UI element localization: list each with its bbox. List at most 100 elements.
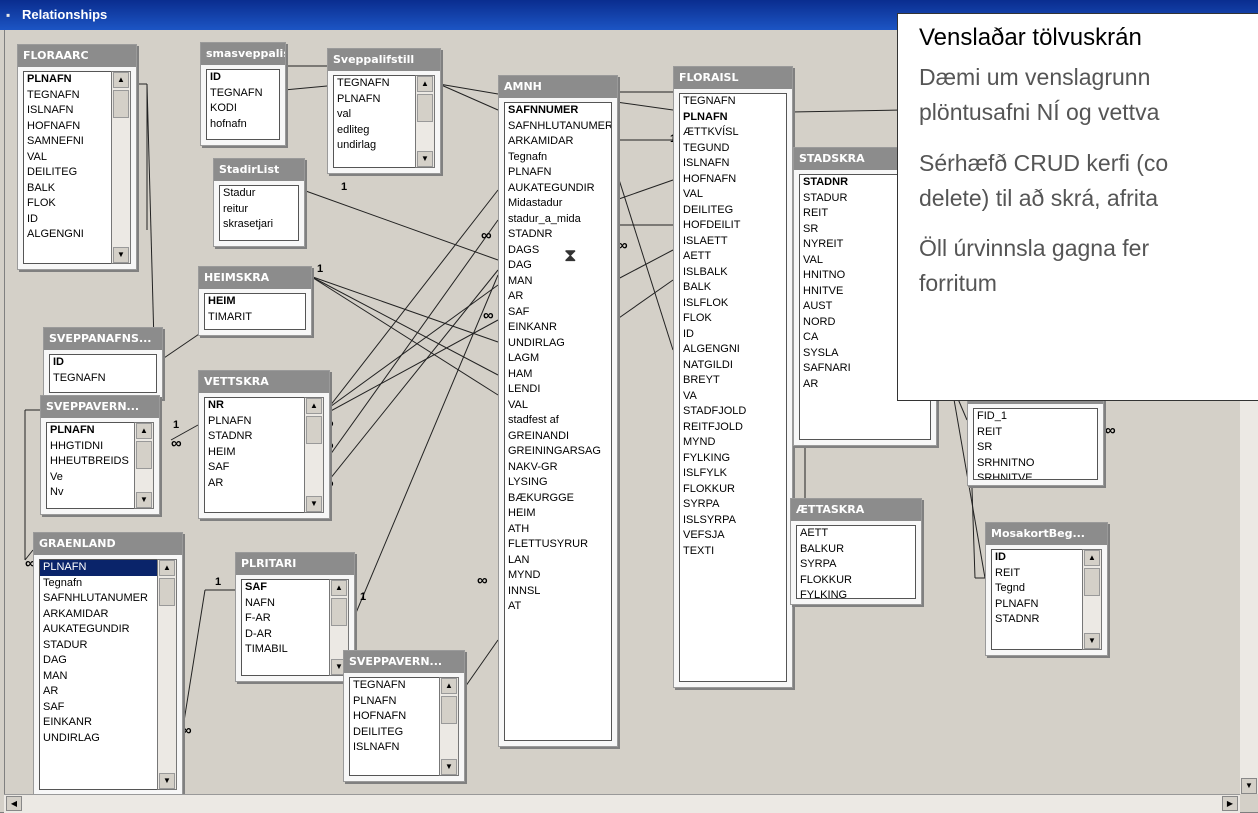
table-smasveppalisti[interactable]: smasveppalistiIDTEGNAFNKODIhofnafn bbox=[200, 42, 286, 146]
field-item[interactable]: ISLNAFN bbox=[27, 104, 74, 116]
field-item[interactable]: REIT bbox=[977, 425, 1003, 438]
field-item[interactable]: PLNAFN bbox=[995, 597, 1039, 610]
field-item[interactable]: ALGENGNI bbox=[683, 343, 740, 355]
field-item[interactable]: TEGUND bbox=[683, 141, 730, 154]
field-item[interactable]: stadur_a_mida bbox=[508, 212, 581, 225]
field-item[interactable]: SYRPA bbox=[800, 558, 837, 570]
table-title[interactable]: GRAENLAND bbox=[34, 533, 182, 555]
field-item[interactable]: NYREIT bbox=[803, 238, 844, 250]
field-item[interactable]: ATH bbox=[508, 522, 530, 535]
field-item[interactable]: BALK bbox=[27, 181, 56, 194]
field-item[interactable]: VAL bbox=[27, 150, 47, 163]
scroll-up-arrow[interactable]: ▲ bbox=[306, 398, 322, 414]
field-item[interactable]: AR bbox=[43, 685, 59, 697]
field-item[interactable]: STADNR bbox=[208, 430, 253, 442]
scroll-up-arrow[interactable]: ▲ bbox=[159, 560, 175, 576]
relationship-line[interactable] bbox=[615, 169, 674, 351]
field-item[interactable]: edliteg bbox=[337, 123, 370, 136]
field-list-scrollbar[interactable]: ▲▼ bbox=[157, 559, 177, 790]
table-title[interactable]: HEIMSKRA bbox=[199, 267, 311, 289]
field-item[interactable]: SR bbox=[803, 222, 819, 235]
field-item[interactable]: AT bbox=[508, 600, 522, 612]
scroll-up-arrow[interactable]: ▲ bbox=[113, 72, 129, 88]
field-item[interactable]: SAFNHLUTANUMER bbox=[508, 119, 612, 132]
scroll-thumb[interactable] bbox=[441, 696, 457, 724]
field-item[interactable]: SAF bbox=[43, 700, 65, 713]
field-item[interactable]: VA bbox=[683, 389, 697, 402]
table-title[interactable]: smasveppalisti bbox=[201, 43, 285, 65]
scroll-down-arrow[interactable]: ▼ bbox=[159, 773, 175, 789]
relationships-canvas[interactable]: 11111111∞∞∞∞∞∞∞∞∞∞∞∞ FLORAARCPLNAFNTEGNA… bbox=[4, 30, 1241, 794]
field-item[interactable]: ISLSYRPA bbox=[683, 513, 736, 526]
field-item[interactable]: Tegnafn bbox=[43, 576, 83, 589]
field-item[interactable]: TEGNAFN bbox=[27, 88, 80, 101]
field-item[interactable]: PLNAFN bbox=[27, 73, 72, 85]
field-item[interactable]: NORD bbox=[803, 315, 836, 328]
field-item[interactable]: AUST bbox=[803, 300, 833, 312]
field-item[interactable]: F-AR bbox=[245, 612, 271, 624]
field-item[interactable]: Ve bbox=[50, 470, 63, 483]
field-item[interactable]: TEGNAFN bbox=[683, 95, 736, 107]
field-list-scrollbar[interactable]: ▲▼ bbox=[134, 422, 154, 509]
field-item[interactable]: val bbox=[337, 108, 352, 120]
field-item[interactable]: reitur bbox=[223, 202, 249, 215]
relationship-line[interactable] bbox=[790, 109, 903, 113]
field-item[interactable]: FLOK bbox=[27, 197, 56, 209]
scroll-up-arrow[interactable]: ▲ bbox=[331, 580, 347, 596]
field-item[interactable]: VAL bbox=[803, 253, 823, 266]
field-item[interactable]: SR bbox=[977, 441, 993, 453]
relationship-line[interactable] bbox=[615, 179, 674, 201]
field-item[interactable]: ARKAMIDAR bbox=[508, 135, 574, 147]
field-item[interactable]: DAGS bbox=[508, 243, 540, 256]
scroll-thumb[interactable] bbox=[331, 598, 347, 626]
field-item[interactable]: ID bbox=[53, 356, 64, 368]
table-title[interactable]: SVEPPAVERN... bbox=[344, 651, 464, 673]
field-item[interactable]: DEILITEG bbox=[27, 166, 78, 178]
field-item[interactable]: TEGNAFN bbox=[210, 86, 263, 99]
field-item[interactable]: Midastadur bbox=[508, 197, 563, 209]
field-item[interactable]: LENDI bbox=[508, 383, 541, 395]
scroll-thumb[interactable] bbox=[1084, 568, 1100, 596]
field-item[interactable]: TEGNAFN bbox=[53, 371, 106, 384]
scroll-up-arrow[interactable]: ▲ bbox=[417, 76, 433, 92]
field-item[interactable]: FLOKKUR bbox=[683, 482, 735, 495]
field-item[interactable]: BÆKURGGE bbox=[508, 491, 575, 504]
field-item[interactable]: LYSING bbox=[508, 476, 548, 488]
field-item[interactable]: NR bbox=[208, 399, 224, 411]
scroll-down-arrow[interactable]: ▼ bbox=[1241, 778, 1257, 794]
field-item[interactable]: GREINANDI bbox=[508, 429, 570, 442]
table-title[interactable]: SVEPPAVERN... bbox=[41, 396, 159, 418]
field-item[interactable]: VEFSJA bbox=[683, 529, 725, 541]
scroll-thumb[interactable] bbox=[417, 94, 433, 122]
relationship-line[interactable] bbox=[304, 319, 499, 426]
field-item[interactable]: ID bbox=[995, 551, 1006, 563]
scroll-up-arrow[interactable]: ▲ bbox=[1084, 550, 1100, 566]
field-item[interactable]: HEIM bbox=[208, 295, 236, 307]
field-item[interactable]: SAF bbox=[245, 581, 267, 593]
field-item[interactable]: STADFJOLD bbox=[683, 405, 747, 417]
relationship-line[interactable] bbox=[24, 549, 34, 561]
field-item[interactable]: NAFN bbox=[245, 596, 275, 609]
field-item[interactable]: SAFNHLUTANUMER bbox=[43, 592, 148, 604]
relationship-line[interactable] bbox=[304, 269, 499, 511]
field-item[interactable]: NAKV-GR bbox=[508, 460, 558, 473]
relationship-line[interactable] bbox=[438, 83, 499, 111]
field-item[interactable]: REIT bbox=[995, 566, 1021, 579]
field-item[interactable]: HEIM bbox=[208, 445, 236, 458]
field-item[interactable]: HOFNAFN bbox=[353, 710, 407, 722]
field-item[interactable]: ISLFYLK bbox=[683, 467, 728, 479]
relationship-line[interactable] bbox=[304, 219, 499, 491]
field-item[interactable]: HNITNO bbox=[803, 269, 846, 281]
field-item[interactable]: SYSLA bbox=[803, 346, 839, 359]
relationship-line[interactable] bbox=[462, 639, 499, 691]
field-item[interactable]: STADUR bbox=[43, 638, 88, 651]
field-item[interactable]: BALK bbox=[683, 281, 712, 293]
scroll-thumb[interactable] bbox=[113, 90, 129, 118]
field-list-scrollbar[interactable]: ▲▼ bbox=[415, 75, 435, 168]
